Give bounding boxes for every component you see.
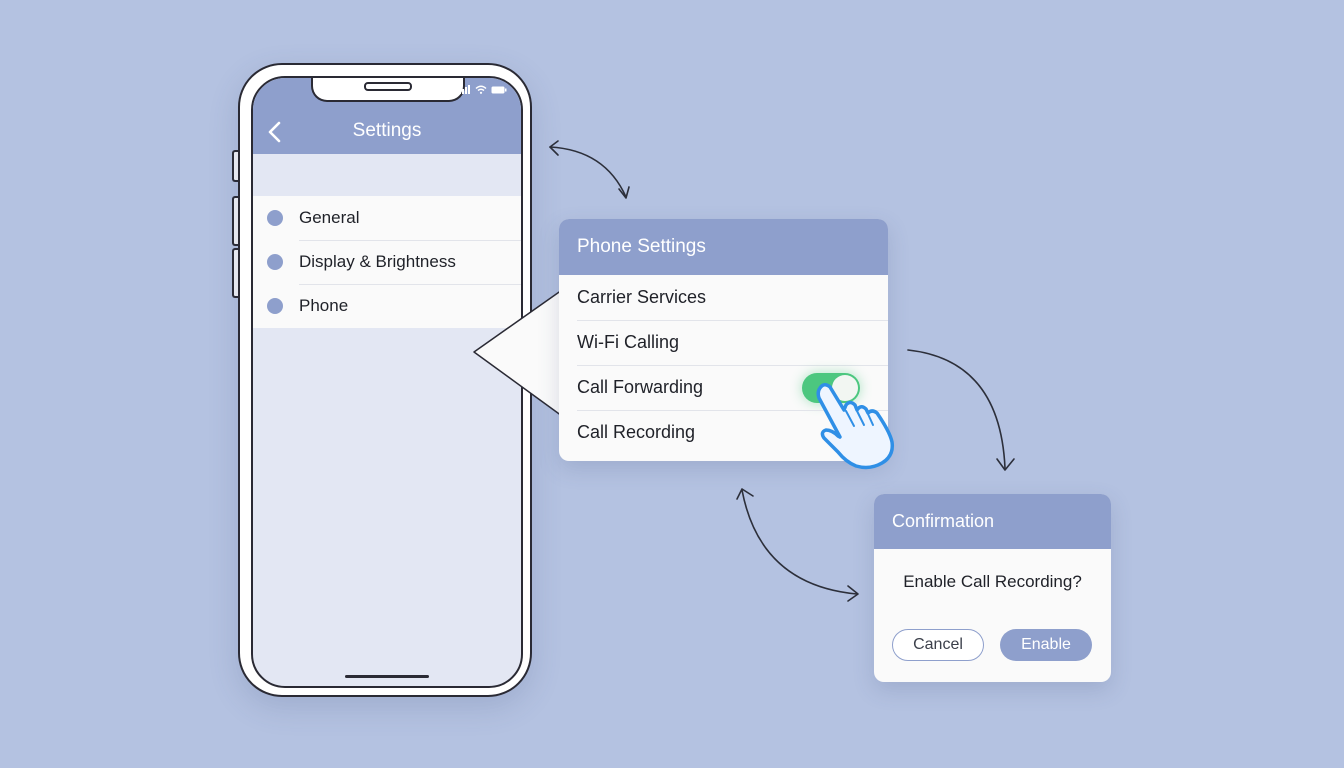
setting-label: Wi-Fi Calling [577, 332, 680, 352]
arrow-phone-to-panel [549, 146, 627, 198]
arrow-panel-to-dialog [907, 349, 1006, 469]
tap-hand-icon [816, 383, 895, 470]
volume-down-button [232, 248, 240, 298]
phone-mockup: Settings General Display & Brightness Ph… [238, 63, 532, 697]
volume-up-button [232, 196, 240, 246]
callout-pointer [473, 290, 570, 420]
enable-button[interactable]: Enable [1000, 629, 1092, 661]
settings-item-label: Phone [299, 296, 349, 315]
dialog-title: Confirmation [874, 494, 1111, 549]
panel-title: Phone Settings [559, 219, 888, 275]
status-bar [459, 85, 507, 94]
settings-item-phone[interactable]: Phone [253, 284, 521, 328]
confirmation-dialog: Confirmation Enable Call Recording? Canc… [874, 494, 1111, 682]
screen-header: Settings [253, 78, 521, 154]
setting-carrier-services[interactable]: Carrier Services [559, 275, 888, 320]
setting-label: Call Recording [577, 422, 696, 442]
screen-title: Settings [352, 120, 422, 141]
settings-item-display-brightness[interactable]: Display & Brightness [253, 240, 521, 284]
phone-notch [311, 78, 465, 102]
settings-list: General Display & Brightness Phone [253, 196, 521, 328]
back-chevron-icon[interactable] [265, 120, 285, 144]
home-indicator[interactable] [345, 675, 429, 678]
arrow-dialog-to-panel [741, 489, 858, 595]
settings-item-general[interactable]: General [253, 196, 521, 240]
settings-item-label: Display & Brightness [299, 252, 456, 271]
bullet-icon [267, 298, 283, 314]
battery-icon [491, 86, 507, 93]
setting-label: Call Forwarding [577, 377, 704, 397]
settings-item-label: General [299, 208, 360, 227]
cancel-button[interactable]: Cancel [892, 629, 984, 661]
signal-icon [459, 85, 470, 94]
wifi-icon [475, 85, 487, 94]
setting-call-recording[interactable]: Call Recording [559, 410, 888, 455]
bullet-icon [267, 254, 283, 270]
speaker-grille [364, 82, 412, 91]
setting-label: Carrier Services [577, 287, 707, 307]
phone-screen: Settings General Display & Brightness Ph… [251, 76, 523, 688]
bullet-icon [267, 210, 283, 226]
setting-wifi-calling[interactable]: Wi-Fi Calling [559, 320, 888, 365]
dialog-message: Enable Call Recording? [903, 572, 1082, 591]
silent-switch [232, 150, 240, 182]
